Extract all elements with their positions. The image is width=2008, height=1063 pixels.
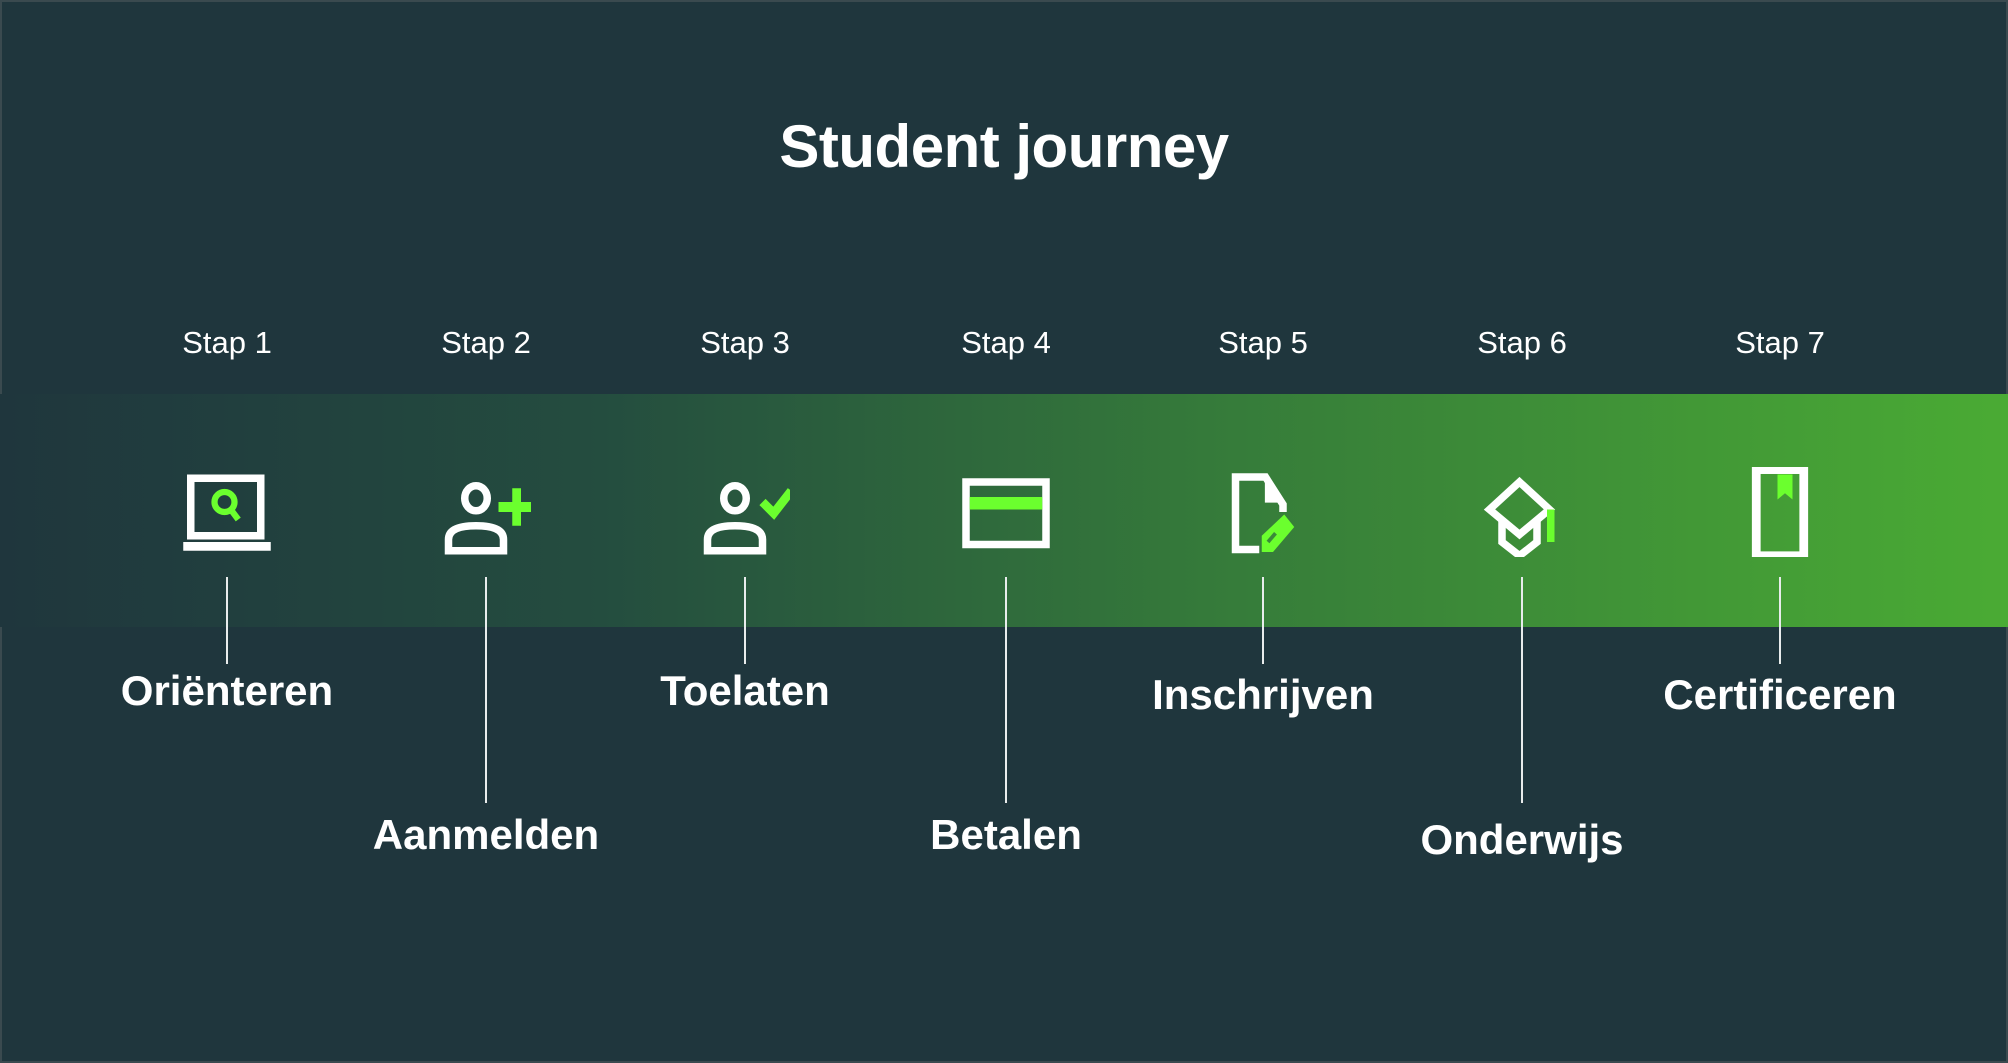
step-label: Oriënteren [120,667,334,714]
graduation-cap-icon [1483,476,1556,557]
step-number: Stap 4 [961,325,1051,360]
connector-line [744,577,746,664]
connector-line [1262,577,1264,664]
document-edit-icon [1231,473,1295,554]
certificate-book-icon [1751,467,1809,557]
connector-line [1521,577,1523,803]
step-label: Inschrijven [1152,671,1374,718]
step-4: Stap 4 Betalen [856,0,1156,1063]
step-number: Stap 2 [441,325,531,360]
step-number: Stap 7 [1735,325,1825,360]
connector-line [1005,577,1007,803]
laptop-search-icon [183,474,271,551]
step-1: Stap 1 Oriënteren [77,0,377,1063]
step-label: Toelaten [660,667,830,714]
credit-card-icon [962,478,1050,549]
step-label: Onderwijs [1420,816,1624,863]
step-3: Stap 3 Toelaten [595,0,895,1063]
connector-line [226,577,228,664]
step-2: Stap 2 Aanmelden [336,0,636,1063]
step-5: Stap 5 Inschrijven [1113,0,1413,1063]
step-number: Stap 5 [1218,325,1308,360]
step-6: Stap 6 Onderwijs [1372,0,1672,1063]
step-7: Stap 7 Certificeren [1630,0,1930,1063]
step-number: Stap 1 [182,325,272,360]
user-check-icon [703,482,790,555]
step-label: Certificeren [1663,671,1897,718]
connector-line [485,577,487,803]
step-number: Stap 3 [700,325,790,360]
step-label: Aanmelden [372,811,600,858]
connector-line [1779,577,1781,664]
user-add-icon [444,482,531,555]
step-label: Betalen [930,811,1082,858]
page-title: Student journey [779,113,1229,180]
journey-band [0,394,2008,627]
step-number: Stap 6 [1477,325,1567,360]
